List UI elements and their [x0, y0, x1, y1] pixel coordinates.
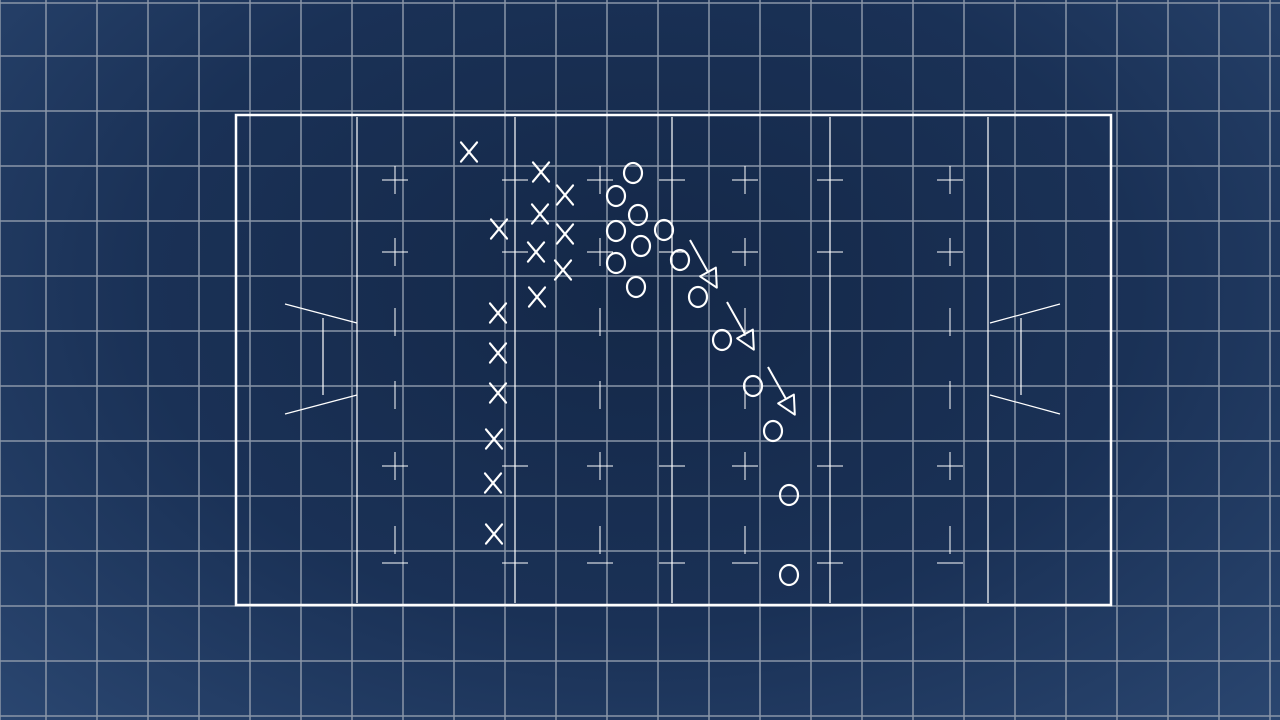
x-stroke — [483, 472, 503, 494]
pitch-boundary — [234, 113, 1113, 607]
movement-arrow — [767, 366, 796, 416]
defending-player-o — [653, 218, 675, 242]
left-goal-post — [284, 394, 358, 415]
attacking-player-x — [555, 184, 575, 206]
arrow-head — [699, 266, 718, 289]
defending-player-o — [605, 219, 627, 243]
defending-player-o — [625, 275, 647, 299]
attacking-players — [459, 141, 575, 545]
attacking-player-x — [553, 259, 573, 281]
x-stroke — [531, 161, 551, 183]
x-stroke — [484, 428, 504, 450]
attacking-player-x — [530, 203, 550, 225]
attacking-player-x — [484, 428, 504, 450]
right-goal-post — [989, 394, 1061, 415]
defending-player-o — [778, 483, 800, 507]
defending-player-o — [762, 419, 784, 443]
x-stroke — [489, 218, 509, 240]
defending-player-o — [669, 248, 691, 272]
attacking-player-x — [527, 286, 547, 308]
arrow-head — [736, 328, 755, 351]
x-stroke — [484, 523, 504, 545]
x-stroke — [488, 302, 508, 324]
arrow-shaft — [726, 301, 746, 335]
x-stroke — [488, 342, 508, 364]
defending-player-o — [627, 203, 649, 227]
left-goal-post — [284, 303, 358, 324]
defending-players — [605, 161, 800, 587]
x-stroke — [553, 259, 573, 281]
defending-player-o — [605, 251, 627, 275]
x-stroke — [555, 223, 575, 245]
x-stroke — [459, 141, 479, 163]
defending-player-o — [622, 161, 644, 185]
defending-player-o — [630, 234, 652, 258]
movement-arrows — [689, 239, 796, 416]
right-goal-post — [989, 303, 1061, 324]
defending-player-o — [778, 563, 800, 587]
attacking-player-x — [484, 523, 504, 545]
attacking-player-x — [489, 218, 509, 240]
arrow-head — [777, 393, 796, 416]
attacking-player-x — [459, 141, 479, 163]
movement-arrow — [689, 239, 718, 289]
attacking-player-x — [526, 241, 546, 263]
x-stroke — [526, 241, 546, 263]
attacking-player-x — [483, 472, 503, 494]
defending-player-o — [605, 184, 627, 208]
x-stroke — [530, 203, 550, 225]
attacking-player-x — [555, 223, 575, 245]
attacking-player-x — [488, 382, 508, 404]
arrow-shaft — [689, 239, 709, 273]
x-stroke — [555, 184, 575, 206]
defending-player-o — [742, 374, 764, 398]
x-stroke — [527, 286, 547, 308]
attacking-player-x — [488, 342, 508, 364]
x-stroke — [488, 382, 508, 404]
defending-player-o — [711, 328, 733, 352]
attacking-player-x — [488, 302, 508, 324]
arrow-shaft — [767, 366, 787, 400]
attacking-player-x — [531, 161, 551, 183]
movement-arrow — [726, 301, 755, 351]
rugby-pitch — [234, 113, 1113, 607]
defending-player-o — [687, 285, 709, 309]
